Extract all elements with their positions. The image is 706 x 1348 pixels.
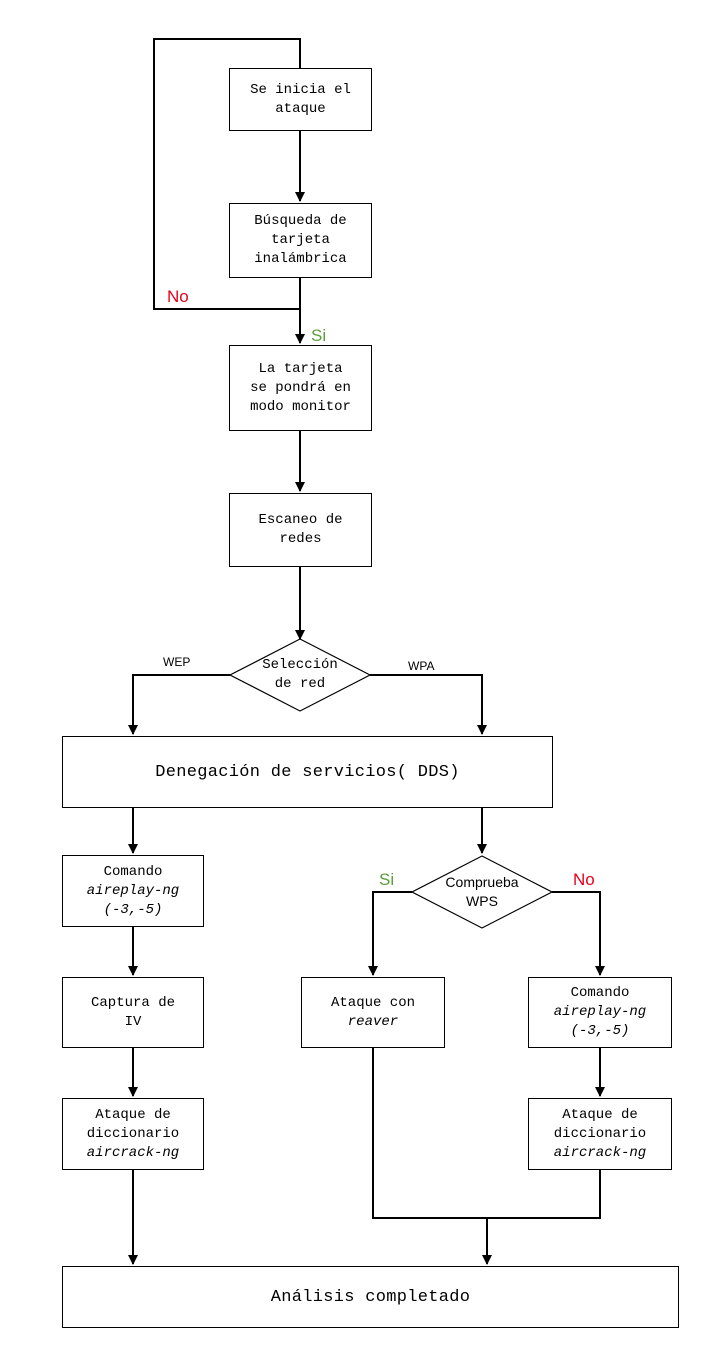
node-cmd-left-line2: aireplay-ng bbox=[86, 882, 180, 899]
node-dict-left-line2: diccionario bbox=[86, 1125, 180, 1142]
node-capture-line2: IV bbox=[124, 1013, 142, 1030]
diamond-select-label: Selección de red bbox=[240, 655, 360, 695]
node-start: Se inicia el ataque bbox=[229, 68, 372, 131]
node-reaver: Ataque con reaver bbox=[301, 977, 445, 1048]
diamond-select-shape bbox=[228, 638, 372, 712]
node-capture-line1: Captura de bbox=[90, 994, 175, 1011]
node-cmd-right-line3: (-3,-5) bbox=[570, 1023, 630, 1039]
node-monitor-line1: La tarjeta bbox=[258, 360, 343, 377]
edge-wpa bbox=[370, 674, 487, 735]
edge-wps-si bbox=[368, 891, 412, 976]
diamond-wps-line1: Comprueba bbox=[445, 874, 519, 890]
node-search-line1: Búsqueda de bbox=[254, 213, 347, 229]
node-dict-right: Ataque de diccionario aircrack-ng bbox=[528, 1098, 672, 1170]
diamond-wps-shape bbox=[410, 855, 554, 929]
diamond-wps-line2: WPS bbox=[466, 893, 498, 909]
node-reaver-line1: Ataque con bbox=[330, 994, 415, 1011]
node-monitor: La tarjeta se pondrá en modo monitor bbox=[229, 345, 372, 431]
node-done: Análisis completado bbox=[62, 1266, 679, 1328]
node-cmd-right-line2: aireplay-ng bbox=[553, 1004, 647, 1020]
node-reaver-line2: reaver bbox=[347, 1013, 399, 1030]
node-cmd-left-line3: (-3,-5) bbox=[103, 901, 163, 918]
edge-label-no-loop: No bbox=[167, 287, 189, 306]
diamond-wps-label: Comprueba WPS bbox=[422, 872, 542, 912]
node-capture: Captura de IV bbox=[62, 977, 204, 1048]
node-scan: Escaneo de redes bbox=[229, 493, 372, 567]
node-search-line2: tarjeta bbox=[271, 232, 330, 248]
edge-no-loop bbox=[153, 38, 301, 310]
node-dict-left-line1: Ataque de bbox=[95, 1106, 171, 1123]
edge-label-wep: WEP bbox=[163, 655, 191, 669]
node-start-line2: ataque bbox=[275, 100, 326, 117]
node-scan-line2: redes bbox=[279, 531, 322, 547]
node-cmd-right: Comando aireplay-ng (-3,-5) bbox=[528, 977, 672, 1048]
node-search-line3: inalámbrica bbox=[254, 251, 347, 267]
diamond-select-line2: de red bbox=[274, 676, 326, 692]
node-monitor-line2: se pondrá en bbox=[250, 379, 351, 396]
node-monitor-line3: modo monitor bbox=[250, 398, 351, 415]
node-cmd-right-line1: Comando bbox=[570, 985, 630, 1001]
node-dict-right-line1: Ataque de bbox=[562, 1106, 638, 1123]
edge-wep bbox=[128, 674, 230, 735]
node-dds: Denegación de servicios( DDS) bbox=[62, 736, 553, 808]
edge-label-wpa: WPA bbox=[408, 659, 435, 673]
node-done-label: Análisis completado bbox=[270, 1287, 471, 1307]
node-dict-right-line3: aircrack-ng bbox=[553, 1144, 647, 1161]
node-scan-line1: Escaneo de bbox=[258, 512, 343, 528]
node-search: Búsqueda de tarjeta inalámbrica bbox=[229, 203, 372, 278]
node-start-line1: Se inicia el bbox=[250, 81, 351, 98]
node-dict-right-line2: diccionario bbox=[553, 1125, 647, 1142]
node-cmd-left-line1: Comando bbox=[103, 863, 163, 880]
edge-label-si-monitor: Si bbox=[311, 326, 327, 345]
diamond-select-line1: Selección bbox=[262, 657, 338, 673]
node-dds-label: Denegación de servicios( DDS) bbox=[155, 762, 460, 782]
node-dict-left-line3: aircrack-ng bbox=[86, 1144, 180, 1161]
node-dict-left: Ataque de diccionario aircrack-ng bbox=[62, 1098, 204, 1170]
edge-label-no-wps: No bbox=[573, 870, 595, 889]
edge-wps-no bbox=[552, 891, 605, 976]
edge-label-si-wps: Si bbox=[379, 870, 395, 889]
node-cmd-left: Comando aireplay-ng (-3,-5) bbox=[62, 855, 204, 927]
